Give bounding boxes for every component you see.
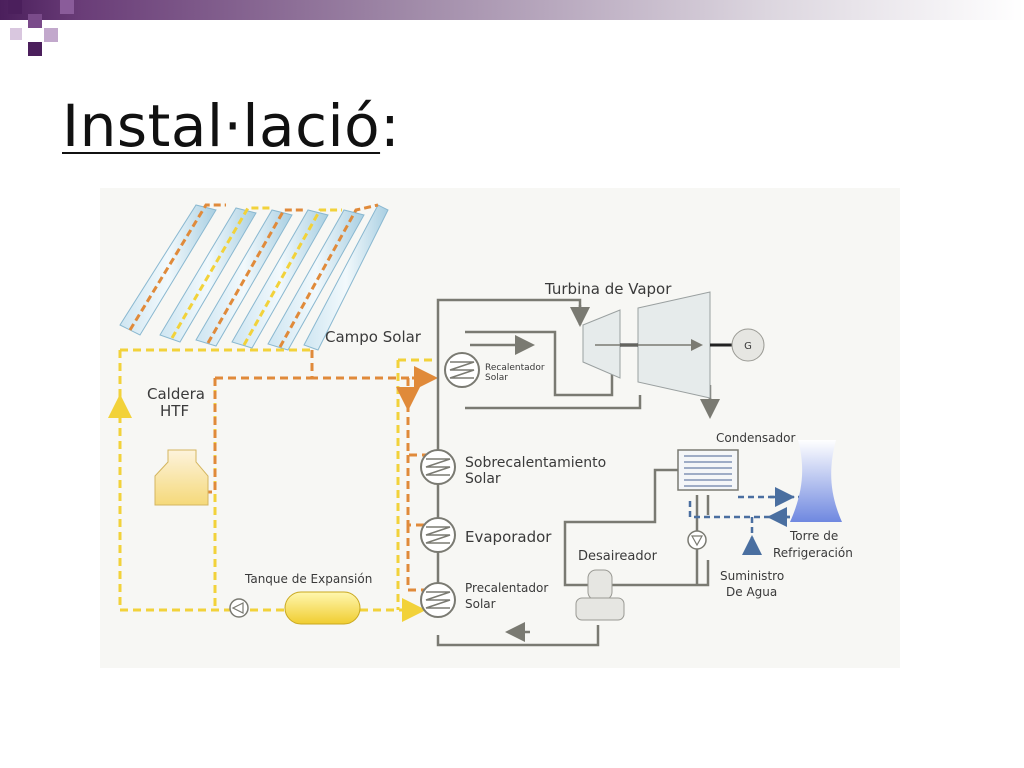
title-bar-decoration (0, 0, 1024, 20)
label-desaireador: Desaireador (578, 549, 658, 564)
label-evaporador: Evaporador (465, 528, 552, 546)
decor-square (8, 0, 22, 14)
slide-title: Instal·lació: (62, 92, 401, 160)
heat-exchanger-recalentador-icon (444, 352, 480, 388)
decor-square (44, 28, 58, 42)
label-recalentador-1: Recalentador (485, 363, 545, 373)
steam-turbine (582, 291, 732, 399)
label-caldera-1: Caldera (147, 385, 205, 403)
label-precalentador-2: Solar (465, 597, 496, 611)
htf-pump-icon (229, 598, 249, 618)
label-caldera-2: HTF (160, 402, 189, 420)
label-precalentador-1: Precalentador (465, 581, 548, 595)
decor-square (28, 14, 42, 28)
decor-square (10, 28, 22, 40)
expansion-tank (284, 591, 361, 625)
htf-boiler (154, 449, 209, 506)
heat-exchanger-precalentador-icon (420, 582, 456, 618)
label-recalentador-2: Solar (485, 373, 508, 383)
decor-square (28, 42, 42, 56)
label-torre-2: Refrigeración (773, 546, 853, 560)
cooling-tower (790, 440, 842, 522)
label-turbina: Turbina de Vapor (544, 280, 672, 298)
heat-exchanger-sobrecalentamiento-icon (420, 449, 456, 485)
label-condensador: Condensador (716, 431, 795, 445)
label-sobrecalentamiento-2: Solar (465, 471, 501, 487)
label-suministro-2: De Agua (726, 585, 777, 599)
deaerator (575, 569, 625, 621)
diagram-background (100, 188, 900, 668)
decor-square (60, 0, 74, 14)
label-sobrecalentamiento-1: Sobrecalentamiento (465, 455, 606, 471)
condensate-pump-icon (687, 530, 707, 550)
label-suministro-1: Suministro (720, 569, 784, 583)
generator-label: G (744, 341, 752, 352)
label-tanque: Tanque de Expansión (244, 572, 372, 586)
solar-field (119, 203, 389, 351)
htf-cold-loop (118, 348, 435, 612)
condenser (677, 449, 739, 491)
label-campo-solar: Campo Solar (325, 328, 422, 346)
heat-exchanger-evaporador-icon (420, 517, 456, 553)
generator-icon (731, 328, 765, 362)
label-torre-1: Torre de (789, 529, 838, 543)
